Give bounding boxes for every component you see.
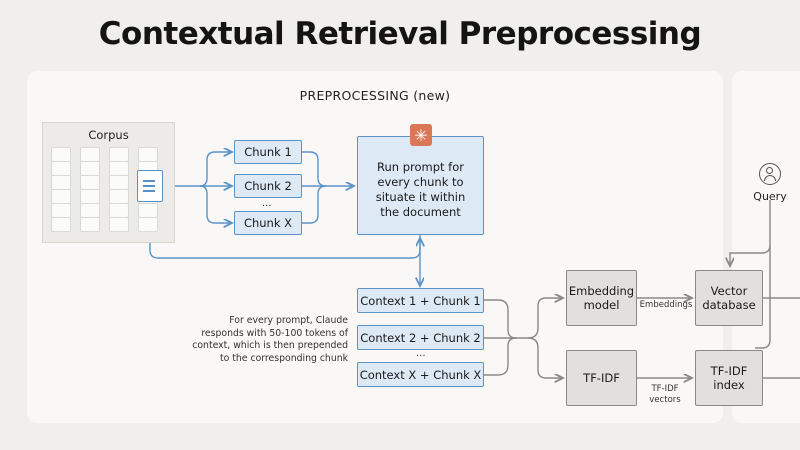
corpus-document-icon <box>138 147 158 162</box>
tfidf-vectors-line-2: vectors <box>649 395 681 405</box>
vector-db-line-2: database <box>702 298 756 312</box>
corpus-document-icon <box>80 217 100 232</box>
corpus-document-icon <box>109 203 129 218</box>
contexts-ellipsis: ... <box>416 348 426 359</box>
corpus-document-icon <box>51 161 71 176</box>
corpus-document-icon <box>109 161 129 176</box>
corpus-document-icon <box>80 175 100 190</box>
corpus-document-icon <box>109 147 129 162</box>
corpus-document-icon <box>109 217 129 232</box>
context-2-box: Context 2 + Chunk 2 <box>357 325 484 350</box>
tfidf-index-box: TF-IDF index <box>695 350 763 406</box>
context-x-box: Context X + Chunk X <box>357 362 484 387</box>
corpus-document-icon <box>51 175 71 190</box>
embedding-model-line-1: Embedding <box>568 284 635 298</box>
note-line-4: to the corresponding chunk <box>219 352 348 364</box>
corpus-document-icon <box>109 175 129 190</box>
prompt-line-2: every chunk to <box>377 175 464 189</box>
section-label: PREPROCESSING (new) <box>299 88 451 103</box>
tfidf-box: TF-IDF <box>566 350 637 406</box>
corpus-document-icon <box>80 147 100 162</box>
corpus-document-icon <box>80 161 100 176</box>
corpus-document-icon <box>80 203 100 218</box>
embedding-model-line-2: model <box>583 298 620 312</box>
embeddings-label: Embeddings <box>639 300 693 310</box>
vector-database-box: Vector database <box>695 270 763 326</box>
prompt-line-1: Run prompt for <box>377 160 464 174</box>
claude-note: For every prompt, Claude responds with 5… <box>190 315 348 365</box>
embedding-model-box: Embedding model <box>566 270 637 326</box>
vector-db-line-1: Vector <box>710 284 748 298</box>
corpus-document-icon <box>138 203 158 218</box>
note-line-3: context, which is then prepended <box>192 340 348 351</box>
diagram-title: Contextual Retrieval Preprocessing <box>98 16 702 52</box>
chunks-ellipsis: ... <box>262 198 272 209</box>
note-line-2: responds with 50-100 tokens of <box>201 327 348 339</box>
tfidf-vectors-line-1: TF-IDF <box>651 384 679 394</box>
user-icon <box>759 163 781 185</box>
claude-logo-icon: ✳ <box>410 124 432 146</box>
corpus-document-icon <box>51 203 71 218</box>
corpus-label: Corpus <box>88 128 129 142</box>
corpus-document-icon <box>80 189 100 204</box>
chunk-2-box: Chunk 2 <box>234 174 302 198</box>
corpus-document-icon <box>138 217 158 232</box>
prompt-line-4: the document <box>380 205 461 219</box>
corpus-document-icon <box>51 189 71 204</box>
prompt-line-3: situate it within <box>375 190 466 204</box>
tfidf-index-line-2: index <box>713 378 745 392</box>
corpus-document-icon <box>51 217 71 232</box>
tfidf-index-line-1: TF-IDF <box>710 364 748 378</box>
corpus-document-icon <box>109 189 129 204</box>
chunk-x-box: Chunk X <box>234 211 302 235</box>
chunk-1-box: Chunk 1 <box>234 140 302 164</box>
query-label: Query <box>753 190 787 203</box>
context-1-box: Context 1 + Chunk 1 <box>357 288 484 313</box>
corpus-document-icon <box>51 147 71 162</box>
document-icon <box>137 170 163 202</box>
note-line-1: For every prompt, Claude <box>229 315 348 326</box>
tfidf-vectors-label: TF-IDF vectors <box>640 384 690 406</box>
run-prompt-box: Run prompt for every chunk to situate it… <box>357 136 484 235</box>
